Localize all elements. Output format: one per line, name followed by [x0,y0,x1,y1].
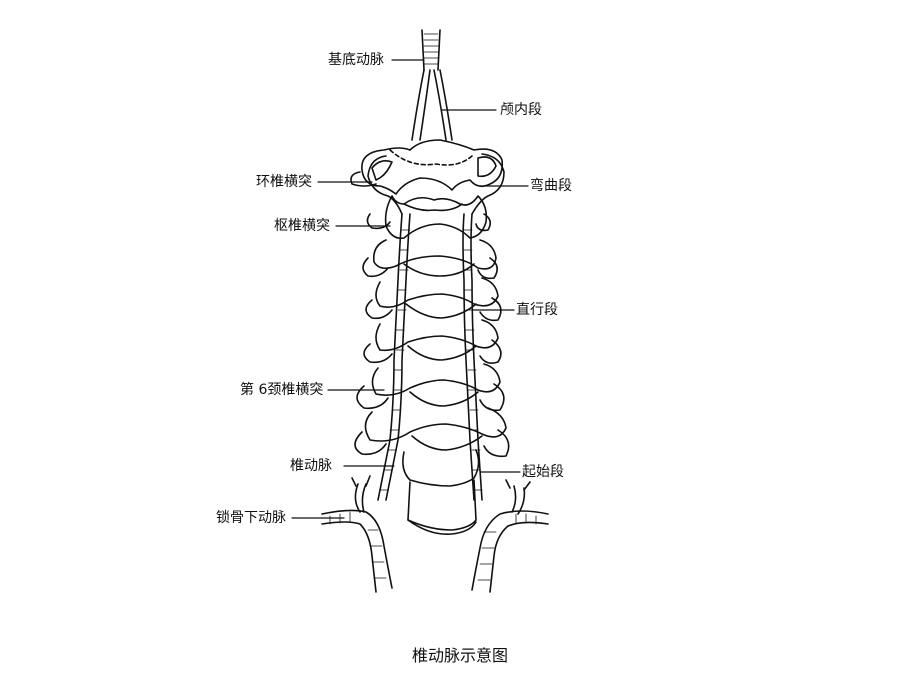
axis-vertebra [366,195,492,240]
label-intracranial-segment: 颅内段 [500,102,542,118]
label-basilar-artery: 基底动脉 [328,52,384,68]
left-subclavian-artery [321,475,393,593]
atlas-vertebra [350,139,504,195]
label-c6-transverse-process: 第 6颈椎横突 [240,382,324,398]
figure-caption: 椎动脉示意图 [411,646,508,665]
left-vertebral-artery [367,155,411,501]
label-curved-segment: 弯曲段 [530,178,572,194]
leader-lines [291,59,529,519]
label-subclavian-artery: 锁骨下动脉 [216,510,286,526]
thoracic-body [402,449,480,536]
label-vertebral-artery: 椎动脉 [290,458,332,474]
cervical-vertebrae [354,239,510,458]
right-vertebral-artery [462,153,505,501]
basilar-artery-shape [411,29,453,141]
label-straight-segment: 直行段 [516,302,558,318]
label-origin-segment: 起始段 [522,464,564,480]
label-axis-transverse-process: 枢椎横突 [274,218,330,234]
label-atlas-transverse-process: 环椎横突 [256,174,312,190]
right-subclavian-artery [471,479,549,593]
